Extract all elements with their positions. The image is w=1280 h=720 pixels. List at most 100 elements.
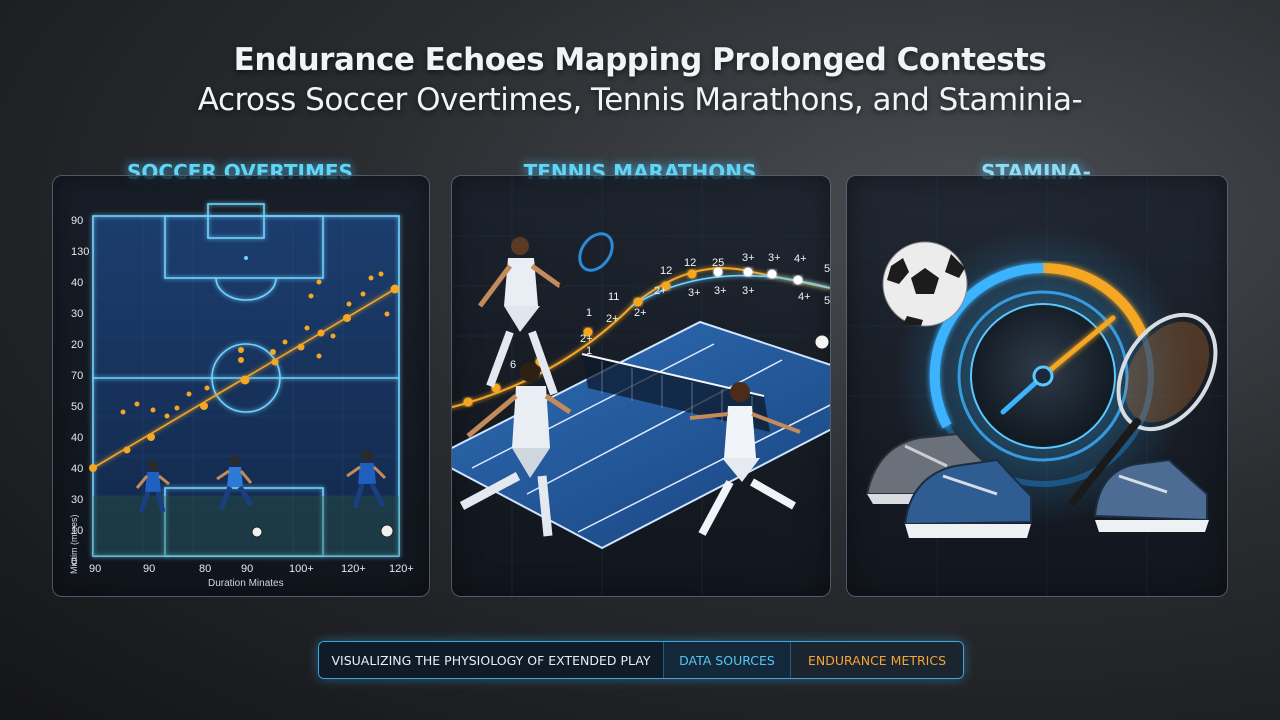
soccer-data-point xyxy=(123,446,131,454)
trajectory-label: 1 xyxy=(586,307,592,319)
y-tick-label: 30 xyxy=(71,308,83,320)
soccer-data-point xyxy=(368,275,374,281)
y-tick-label: 0 xyxy=(71,556,77,568)
soccer-ball-small-2 xyxy=(380,524,394,538)
trajectory-label: 12 xyxy=(684,257,696,269)
trajectory-label: 3+ xyxy=(714,285,727,297)
player-2 xyxy=(216,456,254,510)
y-tick-label: 50 xyxy=(71,401,83,413)
running-shoe-middle xyxy=(903,458,1032,538)
x-tick-label: 120+ xyxy=(341,563,366,575)
stamina-racket xyxy=(1069,312,1218,506)
trajectory-label: 6 xyxy=(510,359,516,371)
title-line-2: Across Soccer Overtimes, Tennis Marathon… xyxy=(197,82,1083,118)
trajectory-label: 3+ xyxy=(742,252,755,264)
soccer-data-point xyxy=(384,311,390,317)
soccer-data-point xyxy=(120,409,126,415)
trajectory-label: 12 xyxy=(660,265,672,277)
soccer-data-point xyxy=(240,375,250,385)
soccer-data-point xyxy=(330,333,336,339)
x-tick-label: 90 xyxy=(89,563,101,575)
y-tick-label: 40 xyxy=(71,277,83,289)
trajectory-point xyxy=(633,297,643,307)
trajectory-label: 5+ xyxy=(824,295,830,307)
data-sources-button[interactable]: DATA SOURCES xyxy=(663,642,790,678)
tagline-segment: VISUALIZING THE PHYSIOLOGY OF EXTENDED P… xyxy=(319,642,663,678)
pitch-grass-strip xyxy=(93,496,399,556)
x-axis-label: Duration Minates xyxy=(208,578,284,589)
soccer-data-point xyxy=(150,407,156,413)
soccer-data-point xyxy=(238,357,244,363)
trajectory-point xyxy=(687,269,697,279)
soccer-data-point xyxy=(270,349,276,355)
soccer-data-point xyxy=(304,325,310,331)
trajectory-point xyxy=(767,269,777,279)
page-title: Endurance Echoes Mapping Prolonged Conte… xyxy=(0,40,1280,120)
pitch-lines xyxy=(92,203,400,557)
tennis-player-1 xyxy=(478,232,614,396)
y-tick-label: 40 xyxy=(71,463,83,475)
y-tick-label: 70 xyxy=(71,370,83,382)
tennis-soccer-ball xyxy=(814,334,830,350)
soccer-data-point xyxy=(378,271,384,277)
soccer-players xyxy=(135,450,394,538)
y-tick-label: 10 xyxy=(71,525,83,537)
tennis-player-2 xyxy=(459,362,572,537)
soccer-data-point xyxy=(147,433,155,441)
soccer-data-point xyxy=(282,339,288,345)
center-spot xyxy=(244,256,248,260)
gauge-needle xyxy=(1040,315,1116,379)
trajectory-point xyxy=(661,281,671,291)
trajectory-label: 2+ xyxy=(634,307,647,319)
gauge-hub xyxy=(1032,365,1054,387)
trajectory-label: 3+ xyxy=(768,252,781,264)
soccer-points xyxy=(89,271,400,472)
soccer-ball-small xyxy=(251,526,263,538)
trajectory-label: 2+ xyxy=(654,285,667,297)
y-tick-label: 20 xyxy=(71,339,83,351)
y-tick-label: 90 xyxy=(71,215,83,227)
trajectory-point xyxy=(793,275,803,285)
soccer-data-point xyxy=(271,358,279,366)
player-1 xyxy=(135,461,170,513)
tennis-player-3 xyxy=(689,382,801,536)
soccer-data-point xyxy=(390,284,400,294)
trajectory-label: 2+ xyxy=(606,313,619,325)
trajectory-label: 2+ xyxy=(580,333,593,345)
soccer-data-point xyxy=(200,402,208,410)
trajectory-point xyxy=(713,267,723,277)
stamina-panel xyxy=(846,175,1228,597)
soccer-data-point xyxy=(186,391,192,397)
soccer-data-point xyxy=(164,413,170,419)
bottom-bar: VISUALIZING THE PHYSIOLOGY OF EXTENDED P… xyxy=(318,641,964,679)
trajectory-label: 11 xyxy=(608,291,619,303)
trajectory-point xyxy=(583,327,593,337)
trajectory-label: 4+ xyxy=(798,291,811,303)
soccer-data-point xyxy=(343,314,351,322)
soccer-data-point xyxy=(238,347,244,353)
endurance-metrics-button[interactable]: ENDURANCE METRICS xyxy=(790,642,963,678)
trajectory-label: 5+ xyxy=(824,263,830,275)
stamina-soccer-ball xyxy=(882,241,968,327)
soccer-data-point xyxy=(174,405,180,411)
trajectory-point xyxy=(743,267,753,277)
x-tick-label: 90 xyxy=(143,563,155,575)
x-tick-label: 120+ xyxy=(389,563,414,575)
soccer-data-point xyxy=(316,353,322,359)
soccer-data-point xyxy=(297,343,305,351)
y-axis-label: Mintim (mtoes) xyxy=(69,514,79,574)
title-line-1: Endurance Echoes Mapping Prolonged Conte… xyxy=(233,42,1047,78)
trajectory-point xyxy=(463,397,473,407)
stamina-illustration xyxy=(847,176,1227,596)
x-tick-label: 80 xyxy=(199,563,211,575)
x-tick-label: 100+ xyxy=(289,563,314,575)
y-tick-label: 40 xyxy=(71,432,83,444)
soccer-data-point xyxy=(346,301,352,307)
